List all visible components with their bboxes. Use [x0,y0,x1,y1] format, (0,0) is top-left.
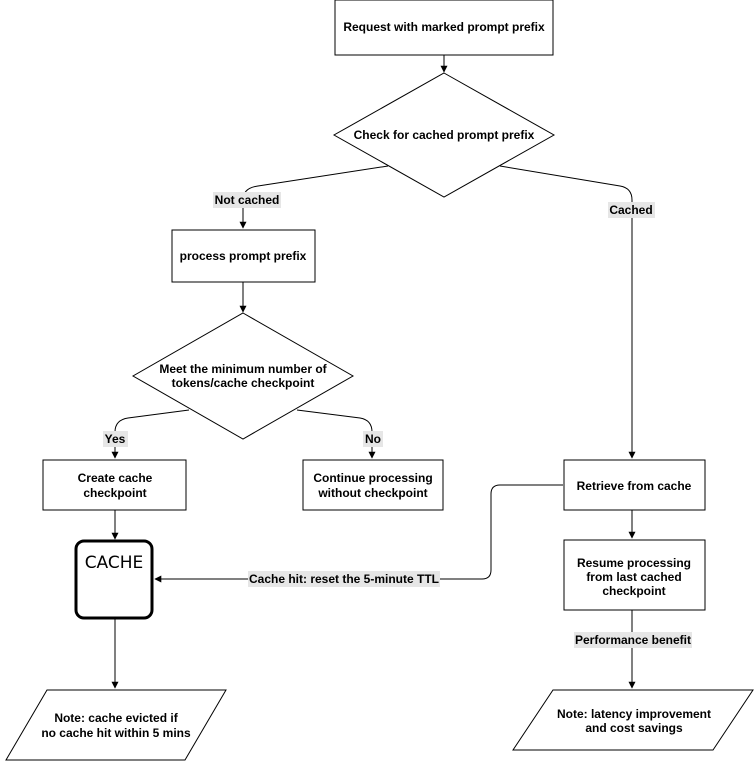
svg-text:Note: cache evicted if: Note: cache evicted if [54,711,178,725]
svg-text:Resume processing: Resume processing [577,556,691,570]
svg-text:Retrieve from cache: Retrieve from cache [577,479,692,493]
svg-text:without checkpoint: without checkpoint [317,486,427,500]
edge-meet-no [296,409,376,459]
node-create-checkpoint: Create cache checkpoint [42,459,187,511]
svg-text:checkpoint: checkpoint [83,486,146,500]
node-check-decision: Check for cached prompt prefix [332,72,556,198]
node-cache: CACHE [74,539,154,620]
svg-text:Request with marked prompt pre: Request with marked prompt prefix [343,20,545,34]
node-resume: Resume processing from last cached check… [563,539,706,611]
svg-text:Not cached: Not cached [215,193,280,207]
svg-text:Meet the minimum number of: Meet the minimum number of [159,362,327,376]
edge-label-performance: Performance benefit [574,632,692,648]
svg-text:from last cached: from last cached [586,570,681,584]
svg-text:Performance benefit: Performance benefit [575,633,691,647]
svg-text:Create cache: Create cache [78,471,153,485]
svg-text:Cached: Cached [609,203,652,217]
svg-text:checkpoint: checkpoint [602,584,665,598]
svg-text:no cache hit within 5 mins: no cache hit within 5 mins [41,726,191,740]
svg-text:Yes: Yes [105,432,126,446]
edge-label-no: No [363,431,383,447]
svg-text:tokens/cache checkpoint: tokens/cache checkpoint [172,376,315,390]
svg-text:and cost savings: and cost savings [585,721,683,735]
edge-label-not-cached: Not cached [213,192,281,208]
svg-text:No: No [365,432,381,446]
edge-check-cached [499,165,636,459]
node-process: process prompt prefix [171,229,316,283]
node-note-left: Note: cache evicted if no cache hit with… [5,689,227,761]
svg-text:Check for cached prompt prefix: Check for cached prompt prefix [354,128,535,142]
node-request: Request with marked prompt prefix [334,0,554,56]
svg-text:Note: latency improvement: Note: latency improvement [557,707,711,721]
node-note-right: Note: latency improvement and cost savin… [512,689,754,751]
svg-text:Cache hit: reset the 5-minute: Cache hit: reset the 5-minute TTL [249,572,439,586]
svg-text:Continue processing: Continue processing [313,471,432,485]
edge-label-yes: Yes [103,431,128,447]
edge-cache-hit [154,484,563,583]
edge-label-cached: Cached [608,202,655,218]
svg-text:CACHE: CACHE [85,553,144,573]
node-continue: Continue processing without checkpoint [302,459,444,511]
svg-text:process prompt prefix: process prompt prefix [180,249,307,263]
edge-label-cache-hit: Cache hit: reset the 5-minute TTL [248,571,440,587]
node-retrieve: Retrieve from cache [563,459,706,511]
node-meet-decision: Meet the minimum number of tokens/cache … [131,312,355,440]
